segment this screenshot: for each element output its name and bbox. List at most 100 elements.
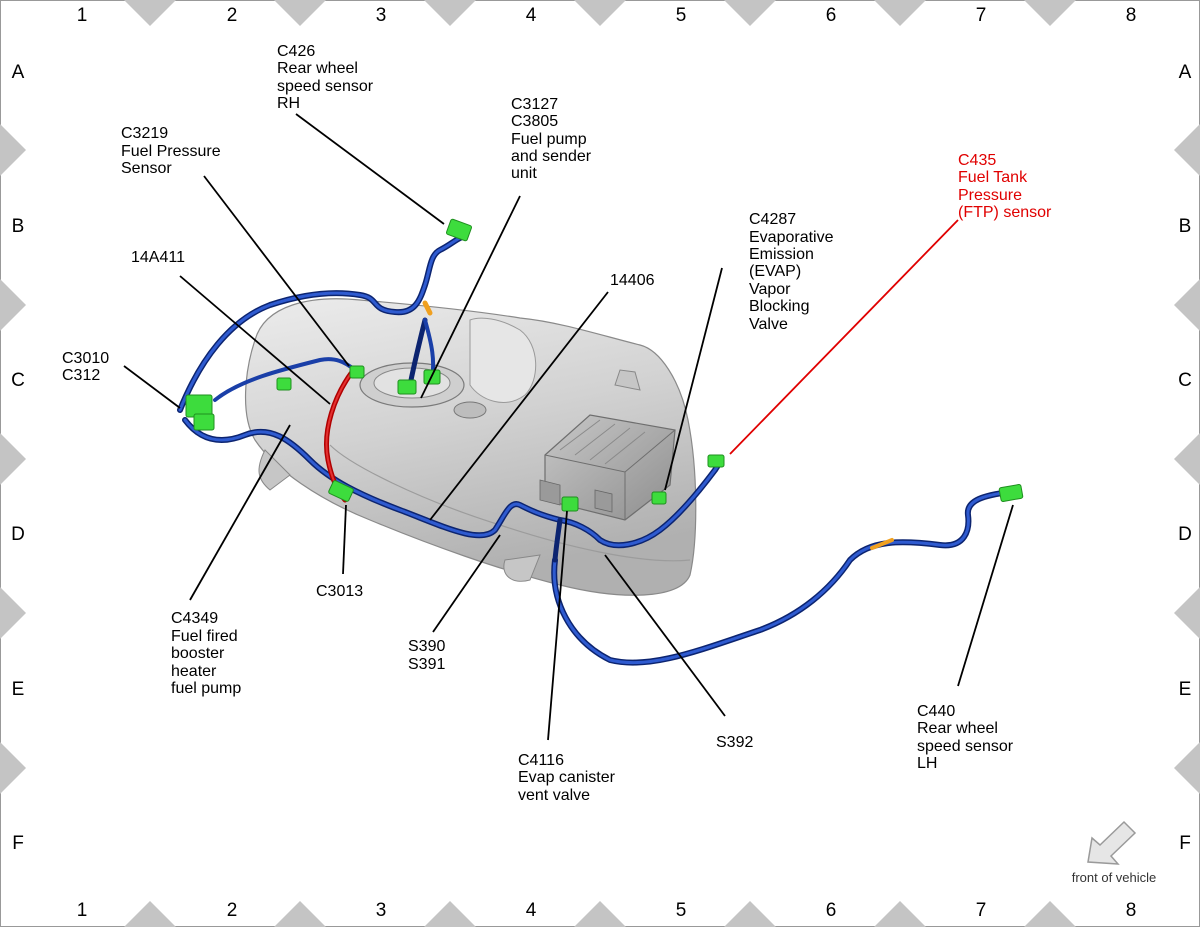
grid-col-5-top: 5 [676,5,687,26]
grid-col-5-bottom: 5 [676,900,687,921]
border-triangle-top-3 [574,0,626,26]
border-triangle-left-4 [0,742,26,794]
grid-row-f-right: F [1179,833,1191,854]
border-triangle-bottom-5 [874,901,926,927]
tank-port [453,401,487,419]
leader-c4349 [189,424,291,601]
border-triangle-top-2 [424,0,476,26]
label-c4116: C4116 Evap canister vent valve [518,752,619,804]
grid-row-c-right: C [1178,370,1192,391]
connector-c312 [193,413,215,431]
border-triangle-left-1 [0,279,26,331]
label-c440: C440 Rear wheel speed sensor LH [917,703,1018,772]
tank-bracket-right [614,369,641,391]
harness-lh-link [552,517,563,563]
border-triangle-left-2 [0,433,26,485]
grid-row-f-left: F [12,833,24,854]
label-c3219: C3219 Fuel Pressure Sensor [121,125,225,177]
leader-c4116 [547,510,568,741]
label-c3127: C3127 C3805 Fuel pump and sender unit [511,96,596,182]
label-14406: 14406 [610,272,655,289]
border-triangle-top-0 [124,0,176,26]
grid-col-4-bottom: 4 [526,900,537,921]
tank-hump [469,317,537,403]
leader-14406 [429,291,609,521]
connector-c3127 [397,379,417,395]
connector-c4116 [561,496,579,512]
leader-c3219 [203,175,350,367]
border-triangle-right-0 [1174,124,1200,176]
label-s392: S392 [716,734,753,751]
grid-row-a-right: A [1179,62,1192,83]
grid-col-6-bottom: 6 [826,900,837,921]
grid-col-1-bottom: 1 [77,900,88,921]
connector-14a411 [276,377,292,391]
grid-col-4-top: 4 [526,5,537,26]
grid-row-e-left: E [12,679,25,700]
front-of-vehicle-arrow-icon [1087,820,1137,865]
border-triangle-bottom-6 [1024,901,1076,927]
grid-row-b-right: B [1179,216,1192,237]
front-of-vehicle-label: front of vehicle [1072,870,1157,885]
label-s390: S390 S391 [408,638,450,673]
border-triangle-left-3 [0,587,26,639]
grid-row-a-left: A [12,62,25,83]
harness-pressure-branch [213,357,357,402]
connector-c3219 [349,365,365,379]
leader-s392 [604,554,726,717]
grid-row-c-left: C [11,370,25,391]
wiring-harness [177,234,1013,666]
grid-rows-left: A B C D E F [11,62,25,854]
connector-c435 [707,454,725,468]
border-triangle-right-3 [1174,587,1200,639]
grid-col-3-top: 3 [376,5,387,26]
leader-c3127 [420,195,521,399]
leader-c3013 [342,504,347,575]
tank-bracket-bottom [503,554,541,582]
leader-14a411 [179,275,331,405]
border-triangle-top-1 [274,0,326,26]
leader-lines [123,113,1014,741]
label-c3013: C3013 [316,583,363,600]
connector-c4287 [651,491,667,505]
border-triangle-top-6 [1024,0,1076,26]
border-triangle-right-2 [1174,433,1200,485]
border-triangle-top-5 [874,0,926,26]
splice-mark-lh [870,538,894,550]
grid-columns-top: 1 2 3 4 5 6 7 8 [77,5,1137,26]
grid-col-1-top: 1 [77,5,88,26]
grid-row-d-left: D [11,524,25,545]
leader-c3010 [123,365,181,409]
connector-c426 [445,218,473,242]
leader-c4287 [664,267,723,491]
border-triangle-bottom-3 [574,901,626,927]
label-c3010: C3010 C312 [62,350,114,384]
label-c4349: C4349 Fuel fired booster heater fuel pum… [171,610,242,697]
label-c426: C426 Rear wheel speed sensor RH [277,43,378,112]
connectors [185,218,1024,512]
leader-c435 [729,219,959,455]
grid-col-8-top: 8 [1126,5,1137,26]
border-triangle-bottom-2 [424,901,476,927]
splice-mark-top [422,300,433,316]
leader-s390 [432,534,501,633]
grid-col-8-bottom: 8 [1126,900,1137,921]
border-triangle-right-4 [1174,742,1200,794]
grid-row-e-right: E [1179,679,1192,700]
grid-row-b-left: B [12,216,25,237]
harness-top-loop-core [178,235,464,412]
grid-row-d-right: D [1178,524,1192,545]
label-c435: C435 Fuel Tank Pressure (FTP) sensor [958,152,1052,221]
label-14a411: 14A411 [131,249,185,266]
harness-lh-run-core [552,490,1012,665]
grid-col-2-top: 2 [227,5,238,26]
grid-col-7-top: 7 [976,5,987,26]
grid-col-6-top: 6 [826,5,837,26]
fuel-tank [244,298,697,596]
label-c4287: C4287 Evaporative Emission (EVAP) Vapor … [749,211,838,333]
evap-canister-ports [539,479,613,513]
leader-c426 [295,113,445,225]
